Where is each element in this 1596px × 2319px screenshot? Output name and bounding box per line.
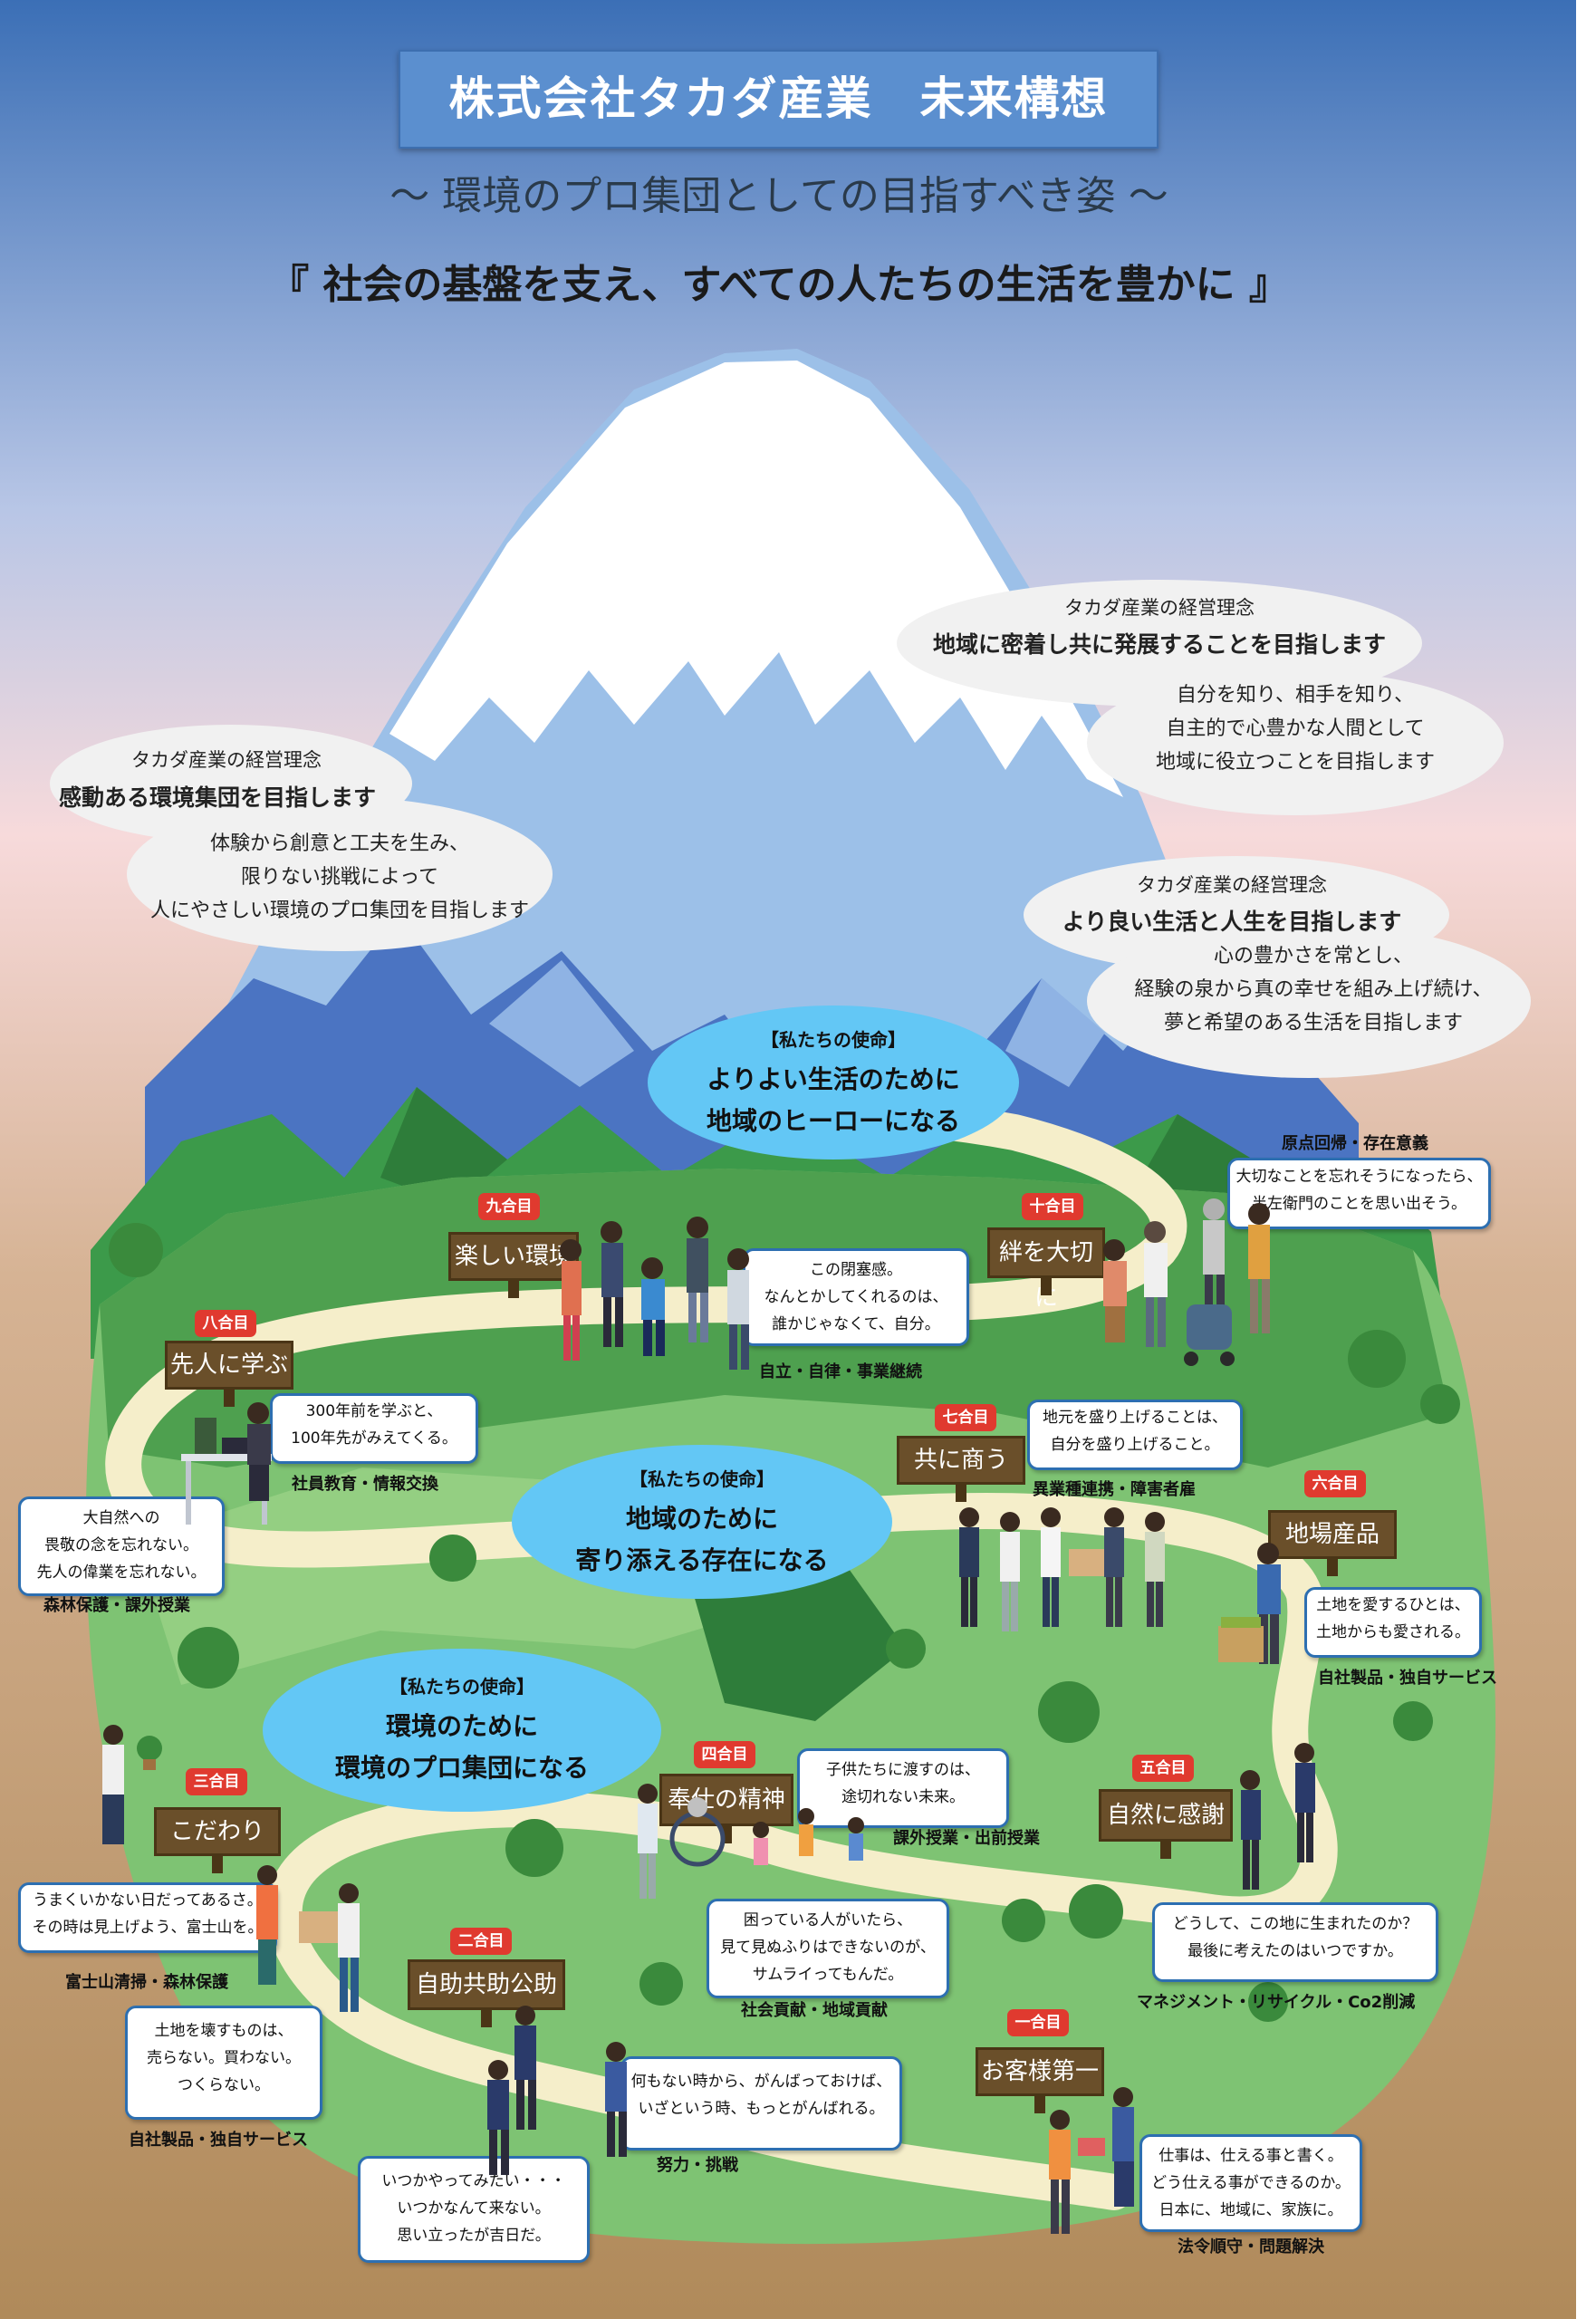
extra-caption-land: 自社製品・独自サービス: [129, 2131, 308, 2150]
sign-post: [481, 2007, 492, 2027]
station-caption-6: 自社製品・独自サービス: [1318, 1669, 1497, 1688]
philosophy-desc: 心の豊かさを常とし、経験の泉から真の幸せを組み上げ続け、夢と希望のある生活を目指…: [1134, 945, 1493, 1034]
extra-caption-samurai: 社会貢献・地域貢献: [741, 2001, 888, 2020]
station-bubble-10: 大切なことを忘れそうになったら、半左衛門のことを思い出そう。: [1227, 1158, 1491, 1229]
extra-caption-forest: 森林保護・課外授業: [43, 1596, 190, 1615]
station-sign-10: 絆を大切に: [987, 1227, 1105, 1312]
stage-badge: 四合目: [694, 1741, 755, 1768]
sign-post: [1327, 1556, 1338, 1576]
sign-post: [956, 1482, 966, 1502]
station-bubble-7: 地元を盛り上げることは、自分を盛り上げること。: [1027, 1400, 1243, 1470]
farmer-icon: [1218, 1543, 1281, 1664]
philosophy-desc: 自分を知り、相手を知り、自主的で心豊かな人間として地域に役立つことを目指します: [1155, 684, 1435, 774]
station-sign-7: 共に商う: [897, 1436, 1025, 1502]
customer-couple-icon: [1049, 2087, 1134, 2234]
station-sign-5: 自然に感謝: [1099, 1789, 1233, 1859]
stage-badge: 七合目: [935, 1404, 996, 1431]
station-sign-8: 先人に学ぶ: [165, 1341, 293, 1407]
runners-icon: [487, 2006, 627, 2175]
station-bubble-8: 300年前を学ぶと、100年先がみえてくる。: [270, 1393, 478, 1464]
extra-bubble-samurai: 困っている人がいたら、見て見ぬふりはできないのが、サムライってもんだ。: [707, 1899, 949, 1998]
station-bubble-5: どうして、この地に生まれたのか？最後に考えたのはいつですか。: [1152, 1902, 1438, 1982]
station-caption-2: 努力・挑戦: [657, 2156, 738, 2175]
extra-bubble-land: 土地を壊すものは、売らない。買わない。つくらない。: [125, 2006, 322, 2120]
station-bubble-1: 仕事は、仕える事と書く。どう仕える事ができるのか。日本に、地域に、家族に。: [1139, 2134, 1362, 2232]
bowing-men-icon: [1240, 1743, 1315, 1890]
philosophy-desc: 体験から創意と工夫を生み、限りない挑戦によって人にやさしい環境のプロ集団を目指し…: [149, 832, 529, 922]
station-bubble-3: うまくいかない日だってあるさ。その時は見上げよう、富士山を。: [18, 1882, 277, 1953]
station-caption-9: 自立・自律・事業継続: [759, 1362, 922, 1381]
station-caption-5: マネジメント・リサイクル・Co2削減: [1137, 1993, 1416, 2012]
stage-badge: 八合目: [195, 1310, 256, 1337]
volunteers-icon: [638, 1784, 864, 1899]
sign-post: [1034, 2093, 1045, 2113]
mission-hero: 【私たちの使命】 よりよい生活のために 地域のヒーローになる: [648, 1006, 1019, 1160]
sign-post: [224, 1387, 235, 1407]
station-sign-3: こだわり: [154, 1807, 281, 1873]
sign-post: [1041, 1275, 1052, 1295]
family-icon: [1103, 1198, 1270, 1366]
station-sign-2: 自助共助公助: [408, 1959, 565, 2027]
stage-badge: 六合目: [1304, 1470, 1366, 1497]
station-caption-7: 異業種連携・障害者雇: [1033, 1480, 1196, 1499]
station-bubble-4: 子供たちに渡すのは、途切れない未来。: [797, 1748, 1009, 1828]
business-group-icon: [959, 1507, 1165, 1631]
station-bubble-6: 土地を愛するひとは、土地からも愛される。: [1304, 1587, 1482, 1658]
extra-bubble-someday: いつかやってみたい・・・いつかなんて来ない。思い立ったが吉日だ。: [358, 2156, 590, 2263]
stage-badge: 一合目: [1007, 2009, 1069, 2036]
stage-badge: 九合目: [478, 1193, 540, 1220]
page-subtitle: ～ 環境のプロ集団としての目指すべき姿 ～: [389, 173, 1168, 219]
stage-badge: 二合目: [450, 1928, 512, 1955]
philosophy-label: タカダ産業の経営理念: [1064, 597, 1255, 619]
station-sign-9: 楽しい環境: [448, 1232, 579, 1298]
stage-badge: 三合目: [186, 1768, 247, 1795]
people-group-icon: [560, 1217, 749, 1370]
philosophy-label: タカダ産業の経営理念: [131, 749, 322, 771]
station-caption-10: 原点回帰・存在意義: [1282, 1134, 1428, 1153]
stage-badge: 五合目: [1132, 1755, 1194, 1782]
sign-post: [1160, 1839, 1171, 1859]
philosophy-label: タカダ産業の経営理念: [1137, 874, 1327, 896]
page-title: 株式会社タカダ産業 未来構想: [399, 50, 1159, 149]
page-motto: 『 社会の基盤を支え、すべての人たちの生活を豊かに 』: [269, 262, 1289, 308]
station-bubble-2: 何もない時から、がんばっておけば、いざという時、もっとがんばれる。: [620, 2056, 902, 2151]
philosophy-headline: 感動ある環境集団を目指します: [58, 784, 376, 811]
philosophy-headline: 地域に密着し共に発展することを目指します: [932, 631, 1386, 658]
sign-post: [508, 1278, 519, 1298]
delivery-icon: [256, 1865, 360, 2012]
mission-community: 【私たちの使命】 地域のために 寄り添える存在になる: [512, 1445, 892, 1599]
station-caption-8: 社員教育・情報交換: [292, 1475, 438, 1494]
station-caption-3: 富士山清掃・森林保護: [65, 1973, 228, 1992]
station-caption-1: 法令順守・問題解決: [1178, 2237, 1324, 2256]
station-sign-6: 地場産品: [1268, 1510, 1397, 1576]
plant-giver-icon: [102, 1725, 162, 1844]
philosophy-headline: より良い生活と人生を目指します: [1062, 909, 1402, 935]
mission-environment: 【私たちの使命】 環境のために 環境のプロ集団になる: [263, 1649, 661, 1812]
station-sign-1: お客様第一: [976, 2047, 1104, 2113]
station-caption-4: 課外授業・出前授業: [893, 1829, 1040, 1848]
stage-badge: 十合目: [1022, 1193, 1083, 1220]
desk-worker-icon: [181, 1402, 272, 1525]
station-bubble-9: この閉塞感。なんとかしてくれるのは、誰かじゃなくて、自分。: [743, 1248, 969, 1346]
sign-post: [212, 1853, 223, 1873]
